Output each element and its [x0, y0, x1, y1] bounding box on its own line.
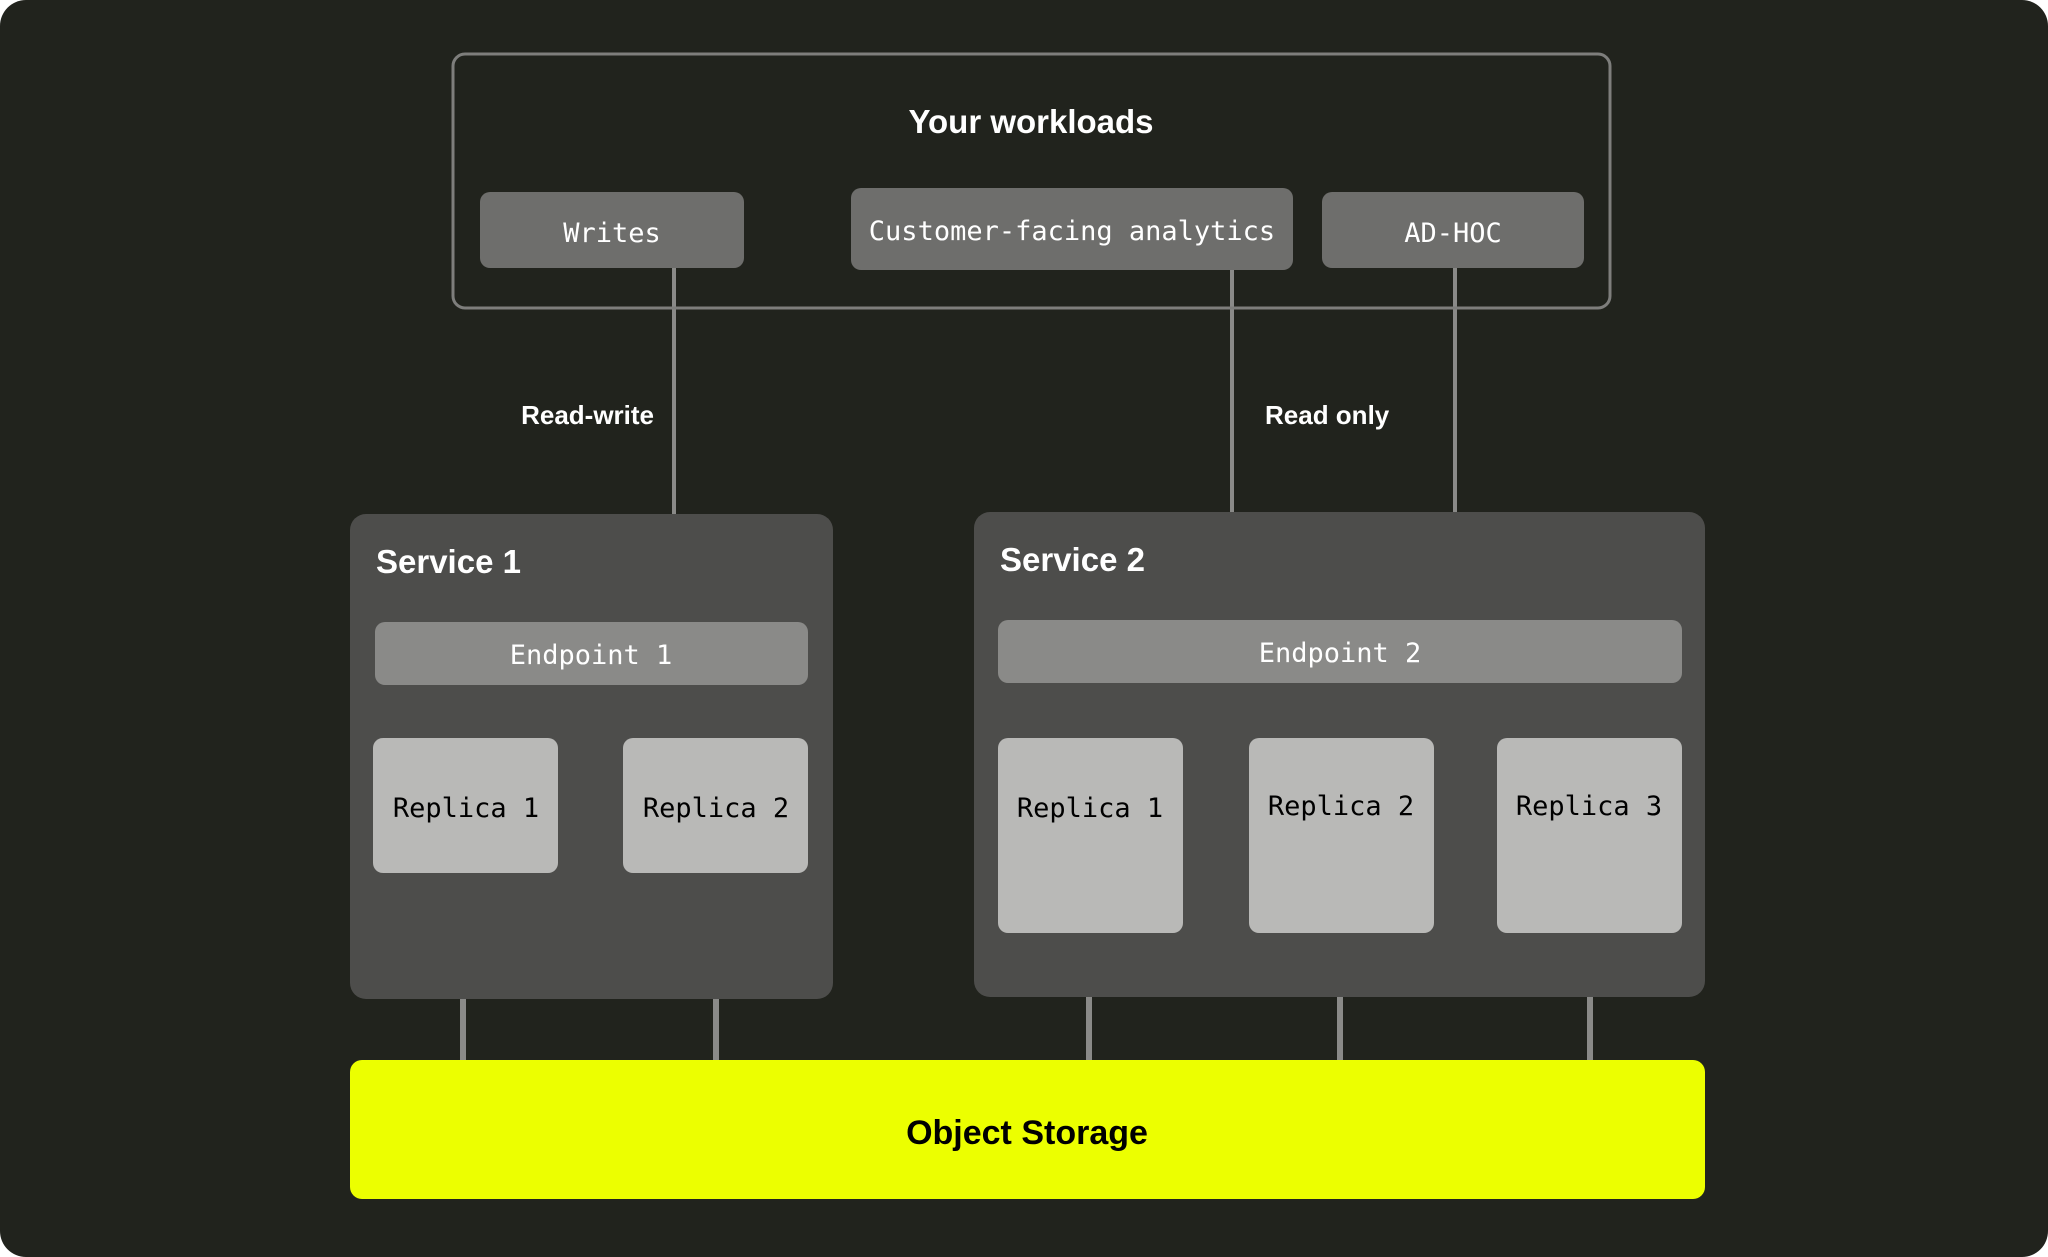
service-2-endpoint-box[interactable] [998, 620, 1682, 683]
service-1-replica-1[interactable]: Replica 1 [373, 738, 558, 873]
service-2-replica-3-label: Replica 3 [1516, 791, 1662, 822]
service-2-replica-3-box[interactable] [1497, 738, 1682, 933]
service-1-group: Service 1 Endpoint 1 Replica 1 Replica 2 [350, 514, 833, 999]
object-storage-label: Object Storage [906, 1114, 1148, 1152]
service-1-endpoint-label: Endpoint 1 [510, 640, 673, 671]
service-1-endpoint[interactable]: Endpoint 1 [375, 622, 808, 685]
service-2-title: Service 2 [1000, 541, 1145, 578]
service-2-endpoint-label: Endpoint 2 [1259, 638, 1422, 669]
workload-chip-writes[interactable]: Writes [480, 192, 744, 268]
workload-chip-customer-facing-analytics-box[interactable] [851, 188, 1293, 270]
service-2-replica-1-label: Replica 1 [1017, 793, 1163, 824]
workload-chip-customer-facing-analytics-label: Customer-facing analytics [869, 216, 1275, 247]
service-2-replica-2[interactable]: Replica 2 [1249, 738, 1434, 933]
workloads-group: Your workloads Writes Customer-facing an… [451, 52, 1612, 310]
object-storage-box[interactable] [350, 1060, 1705, 1199]
service-1-replica-2-box[interactable] [623, 738, 808, 873]
service-2-replica-2-label: Replica 2 [1268, 791, 1414, 822]
connector-label-read-only: Read only [1265, 400, 1390, 430]
service-1-replica-2[interactable]: Replica 2 [623, 738, 808, 873]
service-2-endpoint[interactable]: Endpoint 2 [998, 620, 1682, 683]
service-1-endpoint-box[interactable] [375, 622, 808, 685]
service-2-replica-3[interactable]: Replica 3 [1497, 738, 1682, 933]
workloads-title: Your workloads [908, 103, 1153, 140]
service-2-group: Service 2 Endpoint 2 Replica 1 Replica 2… [974, 512, 1705, 997]
service-2-replica-2-box[interactable] [1249, 738, 1434, 933]
workload-chip-ad-hoc-label: AD-HOC [1404, 218, 1502, 249]
service-1-replica-1-box[interactable] [373, 738, 558, 873]
workload-chip-ad-hoc[interactable]: AD-HOC [1322, 192, 1584, 268]
service-1-replica-1-label: Replica 1 [393, 793, 539, 824]
workload-chip-writes-label: Writes [563, 218, 661, 249]
workloads-frame [451, 52, 1612, 310]
connector-label-read-write: Read-write [521, 400, 654, 430]
service-1-replica-2-label: Replica 2 [643, 793, 789, 824]
service-2-replica-1[interactable]: Replica 1 [998, 738, 1183, 933]
service-2-replica-1-box[interactable] [998, 738, 1183, 933]
workload-chip-writes-box[interactable] [480, 192, 744, 268]
service-1-title: Service 1 [376, 543, 521, 580]
workload-chip-ad-hoc-box[interactable] [1322, 192, 1584, 268]
workload-chip-customer-facing-analytics[interactable]: Customer-facing analytics [851, 188, 1293, 270]
object-storage-group[interactable]: Object Storage [350, 1060, 1705, 1199]
